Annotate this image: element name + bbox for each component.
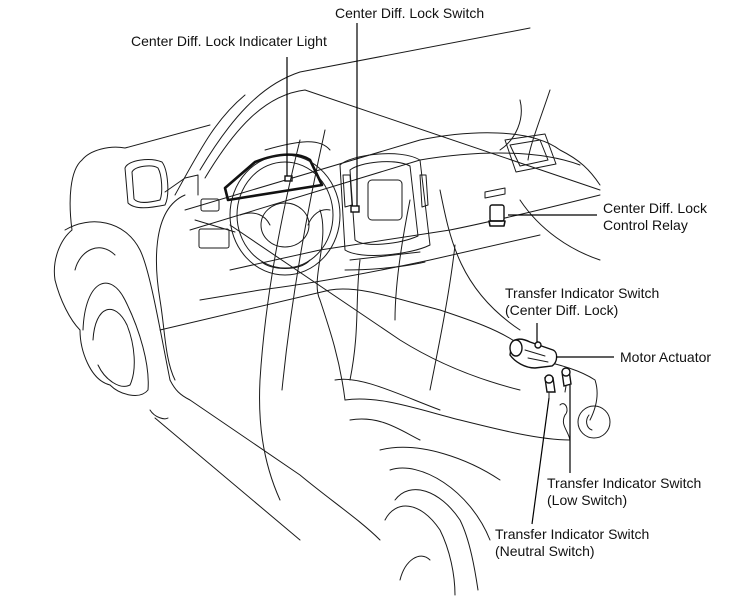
leader-neutral-switch — [531, 397, 550, 525]
door-frame — [229, 129, 521, 501]
label-center-diff-lock-indicator-light: Center Diff. Lock Indicater Light — [131, 33, 327, 50]
label-transfer-indicator-switch-neutral: Transfer Indicator Switch (Neutral Switc… — [495, 526, 649, 560]
dashboard — [159, 132, 601, 331]
label-line: Center Diff. Lock — [603, 200, 708, 216]
switch-icon — [350, 205, 360, 213]
label-line: Transfer Indicator Switch — [495, 526, 650, 542]
label-line: Center Diff. Lock Switch — [335, 5, 485, 21]
label-center-diff-lock-control-relay: Center Diff. Lock Control Relay — [603, 200, 707, 234]
windshield-frame — [174, 27, 601, 196]
leader-lines — [286, 23, 614, 525]
steering-wheel — [229, 154, 341, 276]
label-center-diff-lock-switch: Center Diff. Lock Switch — [335, 5, 484, 22]
label-line: Transfer Indicator Switch — [547, 475, 702, 491]
left-vents — [194, 198, 236, 249]
transmission-tunnel — [319, 288, 598, 596]
indicator-light-icon — [284, 175, 293, 182]
label-line: Center Diff. Lock Indicater Light — [131, 33, 327, 49]
transfer-case — [559, 403, 611, 441]
front-fender-wheel — [53, 124, 381, 541]
label-transfer-indicator-switch-center-diff-lock: Transfer Indicator Switch (Center Diff. … — [505, 285, 659, 319]
label-line: Transfer Indicator Switch — [505, 285, 660, 301]
label-line: Control Relay — [603, 217, 688, 233]
transfer-switch-parts — [544, 367, 572, 399]
instrument-cluster — [223, 153, 324, 202]
label-motor-actuator: Motor Actuator — [620, 349, 711, 366]
label-line: (Low Switch) — [547, 492, 628, 508]
center-console — [339, 153, 431, 271]
label-line: Motor Actuator — [620, 349, 712, 365]
motor-actuator-part — [509, 338, 558, 369]
label-transfer-indicator-switch-low: Transfer Indicator Switch (Low Switch) — [547, 475, 701, 509]
label-line: (Center Diff. Lock) — [505, 302, 619, 318]
label-line: (Neutral Switch) — [495, 543, 595, 559]
control-relay-part — [488, 204, 506, 227]
side-mirror — [124, 159, 199, 209]
